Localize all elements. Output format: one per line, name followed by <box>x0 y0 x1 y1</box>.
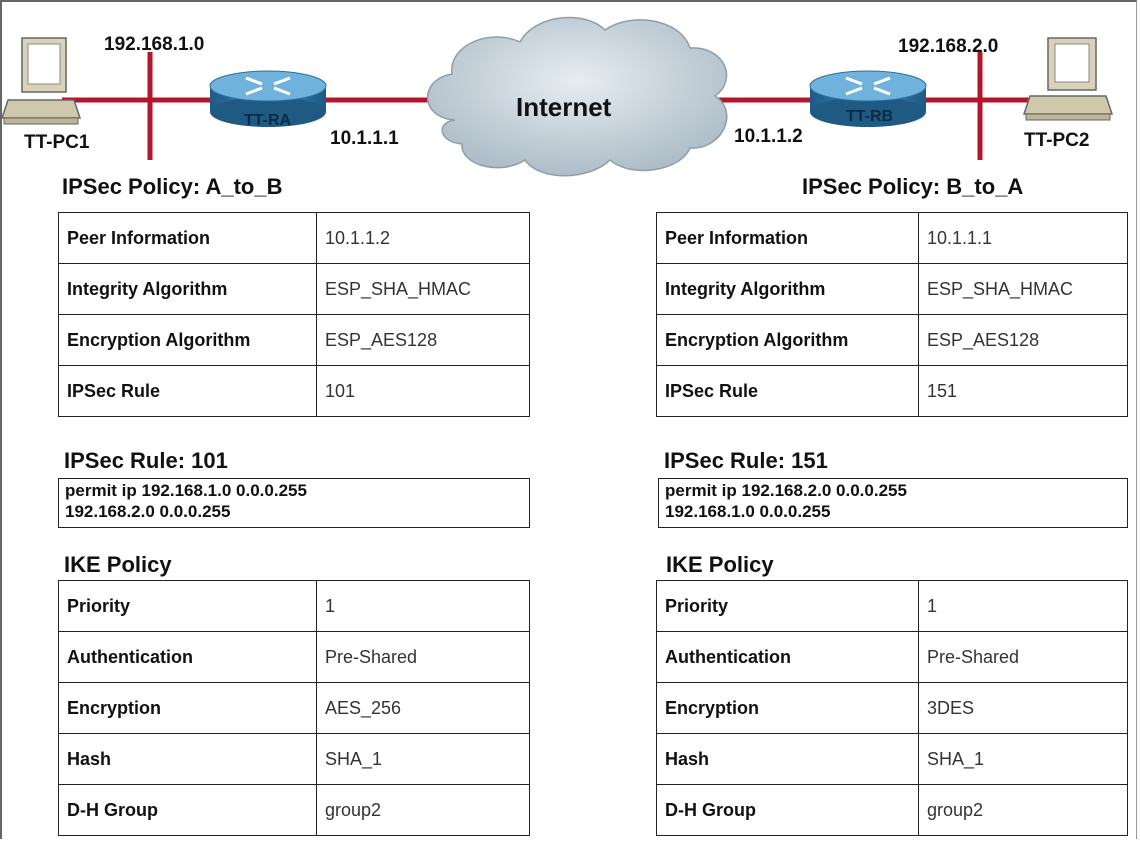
right-ike-policy-table: Priority 1 Authentication Pre-Shared Enc… <box>656 580 1128 836</box>
table-key: Priority <box>58 580 317 632</box>
left-rule-box: permit ip 192.168.1.0 0.0.0.255 192.168.… <box>58 478 530 528</box>
right-ike-title: IKE Policy <box>666 552 774 577</box>
table-key: Encryption <box>656 682 919 734</box>
rule-line: permit ip 192.168.1.0 0.0.0.255 <box>65 481 307 500</box>
computer-icon <box>0 37 82 125</box>
table-row: D-H Group group2 <box>656 784 1128 836</box>
table-value: SHA_1 <box>316 733 530 785</box>
table-row: Authentication Pre-Shared <box>656 631 1128 683</box>
table-row: Peer Information 10.1.1.2 <box>58 212 530 264</box>
table-value: 101 <box>316 365 530 417</box>
table-value: ESP_AES128 <box>918 314 1128 366</box>
left-ike-title: IKE Policy <box>64 552 172 577</box>
right-router-label: TT-RB <box>846 108 894 125</box>
table-key: Encryption Algorithm <box>58 314 317 366</box>
table-row: Priority 1 <box>656 580 1128 632</box>
right-rule-title: IPSec Rule: 151 <box>664 448 828 473</box>
table-row: IPSec Rule 151 <box>656 365 1128 417</box>
table-value: 1 <box>918 580 1128 632</box>
table-value: Pre-Shared <box>316 631 530 683</box>
table-row: Peer Information 10.1.1.1 <box>656 212 1128 264</box>
table-row: Priority 1 <box>58 580 530 632</box>
table-value: 10.1.1.1 <box>918 212 1128 264</box>
table-key: IPSec Rule <box>656 365 919 417</box>
table-row: Integrity Algorithm ESP_SHA_HMAC <box>656 263 1128 315</box>
rule-line: 192.168.1.0 0.0.0.255 <box>665 502 831 521</box>
table-key: Hash <box>58 733 317 785</box>
table-key: Priority <box>656 580 919 632</box>
left-wan-ip-label: 10.1.1.1 <box>330 128 399 149</box>
table-value: 1 <box>316 580 530 632</box>
table-value: 3DES <box>918 682 1128 734</box>
right-ipsec-policy-table: Peer Information 10.1.1.1 Integrity Algo… <box>656 212 1128 417</box>
table-key: Peer Information <box>58 212 317 264</box>
table-key: Authentication <box>58 631 317 683</box>
table-key: Integrity Algorithm <box>656 263 919 315</box>
right-wan-ip-label: 10.1.1.2 <box>734 126 803 147</box>
rule-line: permit ip 192.168.2.0 0.0.0.255 <box>665 481 907 500</box>
network-topology <box>0 16 1114 177</box>
table-value: ESP_AES128 <box>316 314 530 366</box>
table-row: Encryption Algorithm ESP_AES128 <box>58 314 530 366</box>
table-value: ESP_SHA_HMAC <box>918 263 1128 315</box>
table-value: group2 <box>918 784 1128 836</box>
table-row: D-H Group group2 <box>58 784 530 836</box>
table-value: SHA_1 <box>918 733 1128 785</box>
right-network-label: 192.168.2.0 <box>898 36 999 57</box>
table-key: IPSec Rule <box>58 365 317 417</box>
computer-icon <box>1022 37 1114 121</box>
table-key: Hash <box>656 733 919 785</box>
left-ipsec-policy-table: Peer Information 10.1.1.2 Integrity Algo… <box>58 212 530 417</box>
left-router-label: TT-RA <box>244 112 292 129</box>
table-row: Encryption Algorithm ESP_AES128 <box>656 314 1128 366</box>
table-value: group2 <box>316 784 530 836</box>
table-value: ESP_SHA_HMAC <box>316 263 530 315</box>
table-key: D-H Group <box>58 784 317 836</box>
table-key: D-H Group <box>656 784 919 836</box>
right-pc-label: TT-PC2 <box>1024 130 1090 151</box>
table-row: Encryption 3DES <box>656 682 1128 734</box>
table-value: 151 <box>918 365 1128 417</box>
router-icon <box>809 70 927 127</box>
left-pc-label: TT-PC1 <box>24 132 90 153</box>
table-row: IPSec Rule 101 <box>58 365 530 417</box>
table-value: 10.1.1.2 <box>316 212 530 264</box>
table-row: Hash SHA_1 <box>656 733 1128 785</box>
table-row: Hash SHA_1 <box>58 733 530 785</box>
left-ike-policy-table: Priority 1 Authentication Pre-Shared Enc… <box>58 580 530 836</box>
table-key: Authentication <box>656 631 919 683</box>
table-row: Authentication Pre-Shared <box>58 631 530 683</box>
table-key: Encryption <box>58 682 317 734</box>
table-key: Peer Information <box>656 212 919 264</box>
table-row: Encryption AES_256 <box>58 682 530 734</box>
table-key: Integrity Algorithm <box>58 263 317 315</box>
table-row: Integrity Algorithm ESP_SHA_HMAC <box>58 263 530 315</box>
table-value: Pre-Shared <box>918 631 1128 683</box>
internet-cloud-icon <box>426 16 728 177</box>
left-network-label: 192.168.1.0 <box>104 34 205 55</box>
right-rule-box: permit ip 192.168.2.0 0.0.0.255 192.168.… <box>658 478 1128 528</box>
internet-label: Internet <box>516 92 612 122</box>
table-value: AES_256 <box>316 682 530 734</box>
left-policy-title: IPSec Policy: A_to_B <box>62 174 283 199</box>
left-rule-title: IPSec Rule: 101 <box>64 448 228 473</box>
rule-line: 192.168.2.0 0.0.0.255 <box>65 502 231 521</box>
right-policy-title: IPSec Policy: B_to_A <box>802 174 1024 199</box>
router-icon <box>209 70 327 127</box>
network-links <box>62 52 1040 160</box>
table-key: Encryption Algorithm <box>656 314 919 366</box>
